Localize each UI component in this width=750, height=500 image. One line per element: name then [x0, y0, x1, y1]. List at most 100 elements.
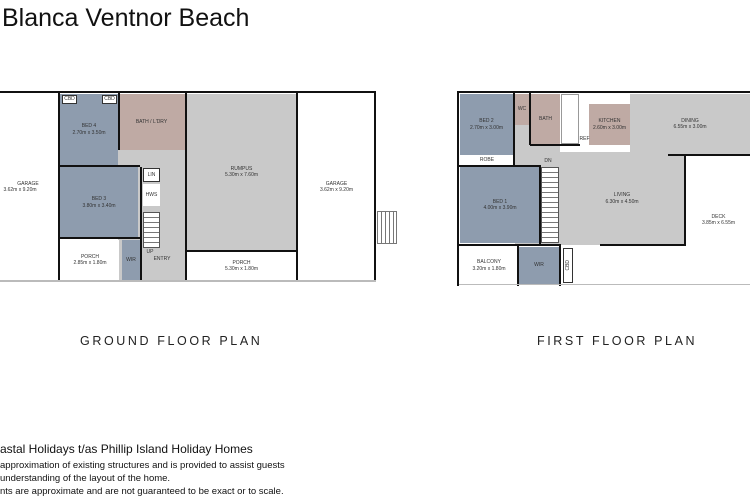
room-name: ROBE: [479, 157, 495, 164]
room-name: DECK: [711, 213, 726, 220]
room-name: BALCONY: [477, 259, 501, 265]
staircase: [541, 167, 559, 243]
wall: [457, 91, 459, 286]
room-size: 3.20m x 1.80m: [472, 265, 506, 272]
wall: [684, 154, 686, 246]
first-floor-plan-label: FIRST FLOOR PLAN: [537, 334, 698, 348]
room-wir: WIR: [122, 240, 140, 280]
wall: [457, 91, 750, 93]
room-bath: BATH: [531, 94, 560, 144]
wall: [517, 244, 519, 286]
wall: [185, 91, 187, 282]
room-name: CBD: [564, 260, 571, 271]
room-size: 5.30m x 7.60m: [224, 172, 259, 178]
room-name: WIR: [534, 262, 544, 269]
room-name: RUMPUS: [230, 165, 253, 172]
wall: [459, 284, 750, 285]
room-bath-laundry: BATH / L'DRY: [118, 94, 185, 150]
room-name: BATH: [539, 115, 552, 122]
room-name: REF: [579, 135, 590, 142]
wall: [140, 167, 142, 281]
wall: [559, 244, 561, 286]
property-title: Blanca Ventnor Beach: [2, 4, 250, 32]
room-name: GARAGE: [17, 180, 39, 187]
room-cbd: CBD: [62, 95, 77, 104]
room-name: GARAGE: [325, 180, 348, 187]
company-name: astal Holidays t/as Phillip Island Holid…: [0, 442, 253, 456]
room-entry: ENTRY: [150, 255, 174, 264]
wall: [513, 93, 515, 165]
wall: [60, 165, 140, 167]
room-size: 2.60m x 3.00m: [592, 124, 627, 131]
room-size: 3.80m x 3.40m: [82, 202, 116, 209]
room-size: 2.70m x 3.50m: [72, 129, 106, 136]
room-cbd: CBD: [102, 95, 117, 104]
room-size: 6.30m x 4.50m: [605, 198, 639, 205]
shower-bath: [561, 94, 579, 144]
room-name: ENTRY: [153, 256, 171, 263]
room-size: 3.85m x 6.55m: [701, 220, 736, 226]
wall: [0, 280, 376, 282]
staircase: [143, 212, 160, 248]
wall: [459, 165, 541, 167]
room-name: WIR: [126, 256, 136, 263]
disclaimer-line: approximation of existing structures and…: [0, 460, 285, 471]
room-name: BATH / L'DRY: [135, 118, 168, 125]
room-name: CBD: [64, 96, 75, 103]
room-name: BED 4: [81, 123, 97, 129]
room-cbd: CBD: [563, 248, 573, 283]
room-name: PORCH: [232, 259, 251, 266]
wall: [296, 91, 298, 282]
room-wir: WIR: [519, 247, 559, 284]
room-linen: LIN: [143, 168, 160, 182]
room-name: WC: [517, 106, 527, 113]
room-name: UP: [146, 249, 154, 256]
stairs-up-label: UP: [143, 248, 157, 257]
room-name: HWS: [145, 191, 158, 198]
room-name: BED 1: [492, 198, 508, 205]
wall: [374, 91, 376, 282]
room-name: LIN: [147, 171, 156, 178]
room-name: DINING: [681, 117, 699, 124]
wall: [668, 154, 750, 156]
room-name: KITCHEN: [598, 118, 621, 124]
fridge-label: REF: [579, 135, 590, 143]
room-hws: HWS: [143, 184, 160, 206]
wall: [539, 165, 541, 245]
room-name: PORCH: [80, 253, 100, 260]
wall: [187, 250, 297, 252]
room-size: 2.85m x 1.80m: [73, 260, 107, 266]
wall: [459, 244, 559, 246]
room-size: 2.70m x 3.00m: [469, 124, 504, 131]
disclaimer-line: nts are approximate and are not guarante…: [0, 486, 284, 497]
room-name: BED 3: [91, 196, 107, 202]
wall: [530, 144, 580, 146]
room-name: DN: [544, 157, 552, 164]
room-name: BED 2: [479, 118, 494, 124]
wall: [0, 91, 376, 93]
room-size: 3.62m x 9.20m: [3, 187, 37, 193]
external-steps: [377, 211, 397, 244]
room-size: 3.62m x 9.20m: [319, 187, 354, 193]
room-size: 4.00m x 3.90m: [483, 205, 517, 211]
wall: [600, 244, 686, 246]
stairs-down-label: DN: [540, 157, 556, 165]
wall: [118, 93, 120, 150]
ground-floor-plan-label: GROUND FLOOR PLAN: [80, 334, 263, 348]
wall: [60, 237, 142, 239]
room-size: 5.30m x 1.80m: [224, 266, 259, 272]
wall: [529, 93, 531, 145]
room-size: 6.55m x 3.00m: [673, 124, 707, 130]
